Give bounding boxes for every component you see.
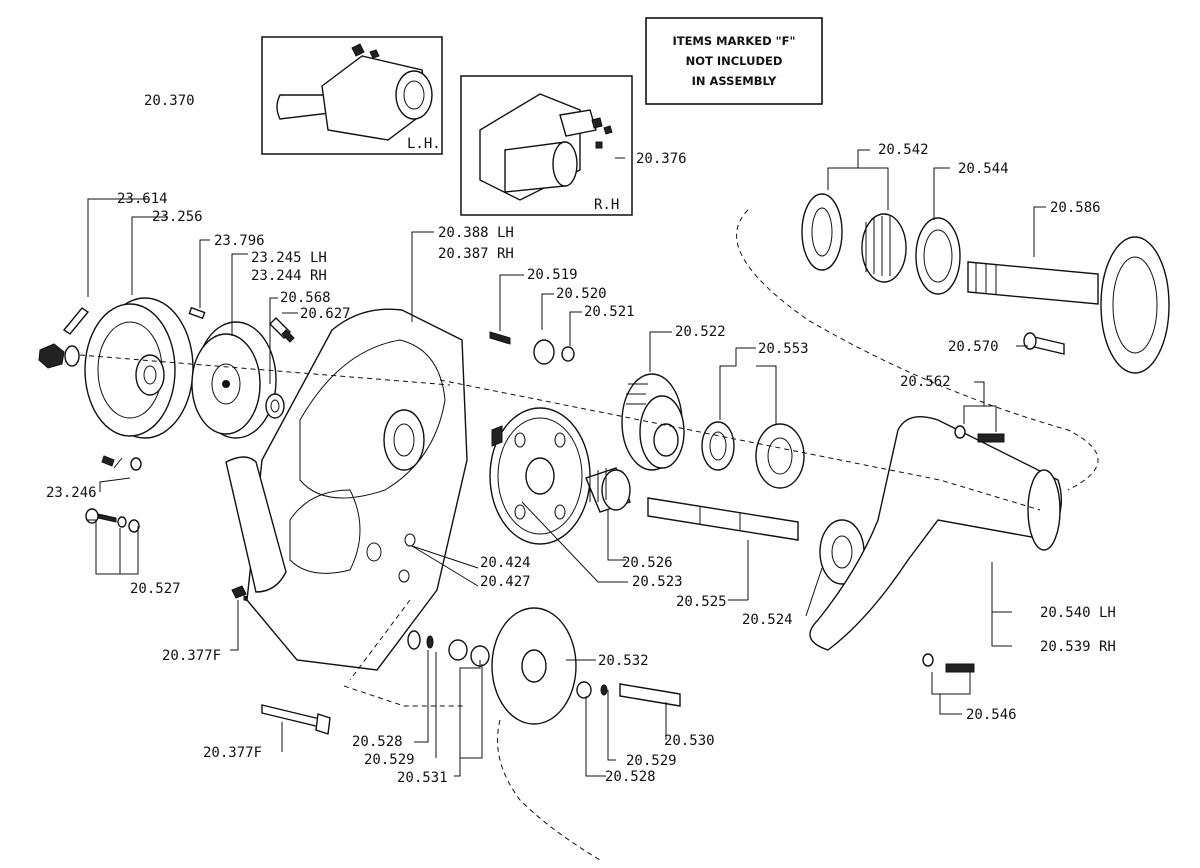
label-20-388: 20.388 LH — [438, 225, 514, 241]
inset-rh-tag: R.H — [594, 197, 619, 213]
axle-housing-outline — [736, 209, 1099, 491]
label-20-525: 20.525 — [676, 594, 727, 610]
label-20-529-a: 20.529 — [364, 752, 415, 768]
clutch-disc-23-245 — [191, 321, 277, 439]
label-20-424: 20.424 — [480, 555, 531, 571]
gear-disc-20-523 — [489, 407, 591, 545]
bolt-20-546 — [922, 653, 975, 673]
bolt-20-377f-long — [261, 704, 331, 735]
axle-20-586 — [967, 236, 1170, 374]
screw-20-519 — [489, 331, 575, 365]
label-23-796: 23.796 — [214, 233, 265, 249]
notice-line-2: NOT INCLUDED — [686, 54, 783, 68]
label-20-527: 20.527 — [130, 581, 181, 597]
label-20-387: 20.387 RH — [438, 246, 514, 262]
label-23-256: 23.256 — [152, 209, 203, 225]
label-23-245: 23.245 LH — [251, 250, 327, 266]
nut-23-614 — [38, 343, 80, 369]
notice-line-1: ITEMS MARKED "F" — [672, 34, 795, 48]
label-20-427: 20.427 — [480, 574, 531, 590]
key-23-796 — [188, 306, 206, 320]
label-20-522: 20.522 — [675, 324, 726, 340]
bearing-cup-20-542 — [801, 193, 907, 283]
label-20-570: 20.570 — [948, 339, 999, 355]
notice-box: ITEMS MARKED "F" NOT INCLUDED IN ASSEMBL… — [645, 17, 823, 105]
label-20-627: 20.627 — [300, 306, 351, 322]
inset-rh-housing: R.H — [460, 75, 633, 216]
sensor-20-627 — [269, 317, 295, 343]
label-20-370: 20.370 — [144, 93, 195, 109]
key-part — [62, 307, 90, 335]
label-20-544: 20.544 — [958, 161, 1009, 177]
pulley-23-256 — [84, 297, 194, 439]
gear-20-526 — [585, 467, 631, 513]
label-20-377f-b: 20.377F — [203, 745, 262, 761]
label-20-532: 20.532 — [598, 653, 649, 669]
label-20-523: 20.523 — [632, 574, 683, 590]
leader-lines — [86, 149, 1046, 777]
notice-line-3: IN ASSEMBLY — [692, 74, 777, 88]
label-20-528-b: 20.528 — [605, 769, 656, 785]
label-23-244: 23.244 RH — [251, 268, 327, 284]
axis-line-3 — [343, 685, 464, 707]
screw-23-246 — [101, 455, 142, 471]
part-labels: 20.370 20.376 23.614 23.256 23.796 23.24… — [46, 93, 1116, 786]
label-20-562: 20.562 — [900, 374, 951, 390]
inset-lh-housing: L.H. — [261, 36, 443, 155]
label-20-519: 20.519 — [527, 267, 578, 283]
axis-line-4 — [349, 599, 411, 681]
label-20-526: 20.526 — [622, 555, 673, 571]
label-20-524: 20.524 — [742, 612, 793, 628]
inset-lh-tag: L.H. — [407, 136, 441, 152]
label-20-546: 20.546 — [966, 707, 1017, 723]
shaft-20-525 — [647, 497, 799, 541]
spacer-20-531 — [448, 639, 490, 667]
label-20-553: 20.553 — [758, 341, 809, 357]
label-20-520: 20.520 — [556, 286, 607, 302]
label-23-246: 23.246 — [46, 485, 97, 501]
bearing-20-553 — [701, 421, 805, 489]
label-20-521: 20.521 — [584, 304, 635, 320]
label-20-539: 20.539 RH — [1040, 639, 1116, 655]
label-20-376: 20.376 — [636, 151, 687, 167]
label-20-531: 20.531 — [397, 770, 448, 786]
washer-20-528-left — [407, 630, 434, 650]
label-20-529-b: 20.529 — [626, 753, 677, 769]
gear-20-522 — [621, 373, 685, 471]
axis-line-1 — [79, 354, 451, 386]
casing-20-388 — [225, 308, 468, 671]
axle-housing-20-540 — [809, 416, 1063, 651]
bolt-20-570 — [1023, 332, 1065, 355]
label-20-377f-a: 20.377F — [162, 648, 221, 664]
label-20-542: 20.542 — [878, 142, 929, 158]
washer-20-568 — [265, 393, 285, 419]
label-20-530: 20.530 — [664, 733, 715, 749]
label-20-528-a: 20.528 — [352, 734, 403, 750]
axis-line-2 — [439, 379, 1041, 511]
label-20-568: 20.568 — [280, 290, 331, 306]
bolt-20-562 — [954, 425, 1005, 443]
pin-20-530 — [576, 681, 681, 707]
gear-20-532 — [491, 607, 601, 861]
label-20-540: 20.540 LH — [1040, 605, 1116, 621]
label-20-586: 20.586 — [1050, 200, 1101, 216]
label-23-614: 23.614 — [117, 191, 168, 207]
seal-20-544 — [915, 217, 961, 295]
